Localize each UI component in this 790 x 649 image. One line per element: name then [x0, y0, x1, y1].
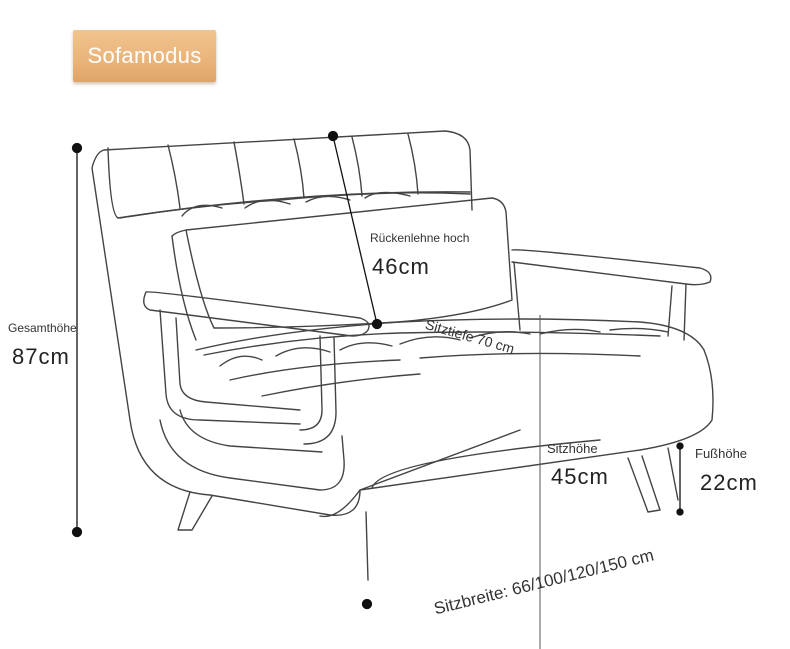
seat-height-value: 45cm	[551, 464, 609, 489]
foot-height-value: 22cm	[700, 470, 758, 495]
backrest-height-value: 46cm	[372, 254, 430, 279]
foot-height-label: Fußhöhe	[695, 446, 748, 461]
total-height-value: 87cm	[12, 344, 70, 369]
mode-badge: Sofamodus	[73, 30, 216, 82]
total-height-label: Gesamthöhe	[8, 321, 77, 335]
seat-height-label: Sitzhöhe	[547, 441, 598, 456]
backrest-height-label: Rückenlehne hoch	[370, 231, 470, 245]
